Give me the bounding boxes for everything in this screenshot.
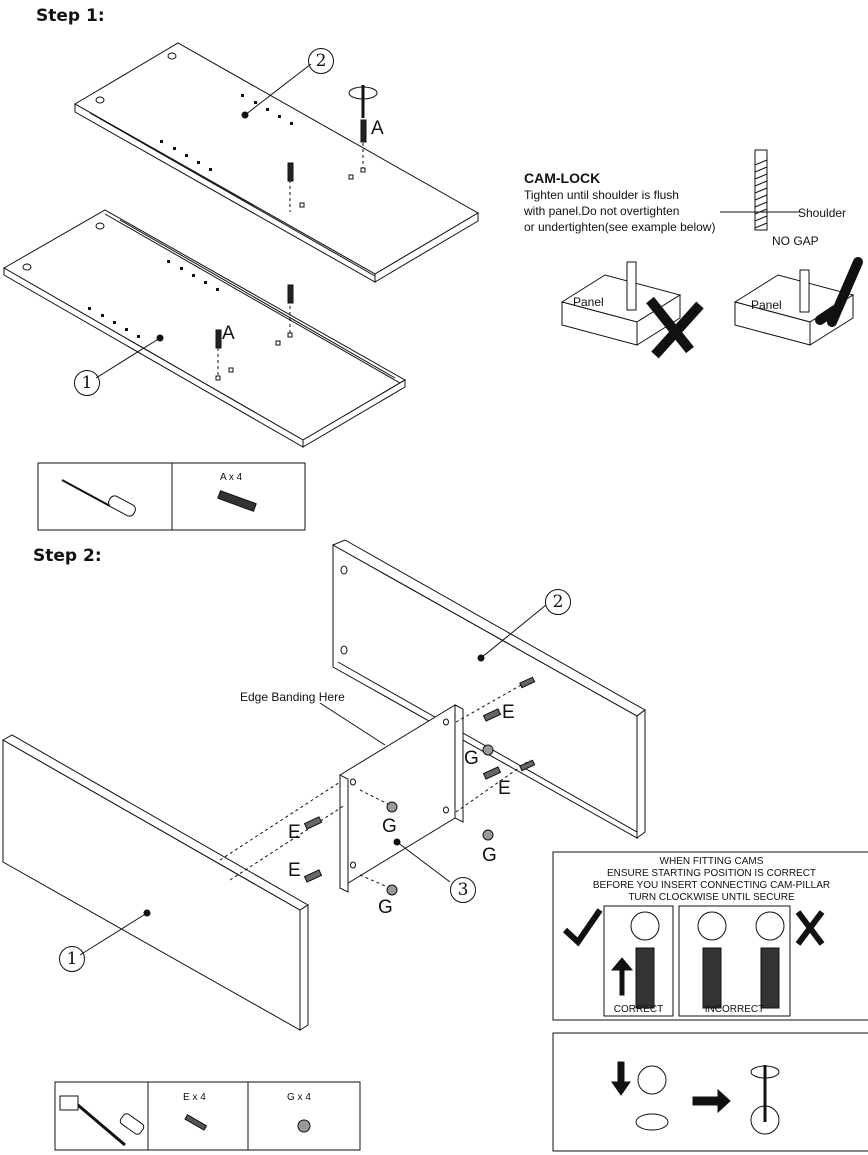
step-2-title: Step 2: (33, 546, 102, 566)
camlock-line-3: or undertighten(see example below) (524, 220, 716, 234)
dowel-e-icon (184, 1114, 208, 1131)
hardware-g-label: G x 4 (287, 1092, 311, 1103)
edge-banding-label: Edge Banding Here (240, 690, 345, 704)
check-mark-icon (815, 257, 863, 327)
cams-line-3: BEFORE YOU INSERT CONNECTING CAM-PILLAR (592, 880, 831, 891)
x-mark-icon (646, 296, 704, 359)
cam-correct-icon (630, 911, 660, 1009)
label-e-2: E (498, 778, 511, 799)
label-g-3: G (482, 845, 497, 866)
part-number-1-step1: 1 (74, 370, 100, 396)
camlock-line-2: with panel.Do not overtighten (524, 204, 680, 218)
panel-3-step2 (339, 704, 464, 893)
step-1-title: Step 1: (36, 6, 105, 26)
cam-bolt-icon (217, 490, 257, 512)
cam-insert-icon (635, 1065, 669, 1131)
camlock-line-1: Tighten until shoulder is flush (524, 188, 679, 202)
down-arrow-icon (611, 1061, 631, 1096)
cam-incorrect-icon-2 (755, 911, 785, 1009)
cam-g-icon (297, 1119, 311, 1133)
cams-correct-label: CORRECT (613, 1004, 664, 1015)
label-a-bottom: A (222, 323, 235, 344)
up-arrow-icon (610, 957, 634, 996)
panel-1-step2 (1, 734, 309, 1031)
label-e-1: E (502, 702, 515, 723)
part-number-2-step1: 2 (308, 48, 334, 74)
panel-label-left: Panel (573, 295, 604, 309)
camlock-diagram (560, 149, 855, 346)
cams-line-1: WHEN FITTING CAMS (659, 856, 764, 867)
label-e-3: E (288, 822, 301, 843)
part-number-2-step2: 2 (545, 589, 571, 615)
screwdriver-icon (61, 479, 136, 517)
cams-line-4: TURN CLOCKWISE UNTIL SECURE (628, 892, 795, 903)
panel-label-right: Panel (751, 298, 782, 312)
cams-line-2: ENSURE STARTING POSITION IS CORRECT (606, 868, 817, 879)
check-icon-cams (562, 908, 603, 947)
cams-incorrect-label: INCORRECT (704, 1004, 765, 1015)
label-g-1: G (464, 748, 479, 769)
hardware-e-label: E x 4 (183, 1092, 206, 1103)
right-arrow-icon (692, 1088, 731, 1114)
shoulder-label: Shoulder (798, 206, 847, 220)
nogap-label: NO GAP (772, 234, 819, 248)
part-number-3-step2: 3 (450, 877, 476, 903)
cam-incorrect-icon-1 (697, 911, 727, 1009)
part-number-1-step2: 1 (59, 946, 85, 972)
x-icon-cams (795, 910, 825, 946)
turn-screwdriver-icon (750, 1065, 780, 1135)
label-a-top: A (371, 118, 384, 139)
camlock-title: CAM-LOCK (524, 170, 601, 186)
label-g-2: G (382, 816, 397, 837)
hammer-screwdriver-icon (59, 1095, 145, 1147)
panel-1-step1 (2, 209, 406, 448)
label-g-4: G (378, 897, 393, 918)
panel-2-step1 (74, 42, 479, 283)
hardware-a-label: A x 4 (220, 472, 243, 483)
holes-step1 (88, 94, 293, 342)
label-e-4: E (288, 860, 301, 881)
